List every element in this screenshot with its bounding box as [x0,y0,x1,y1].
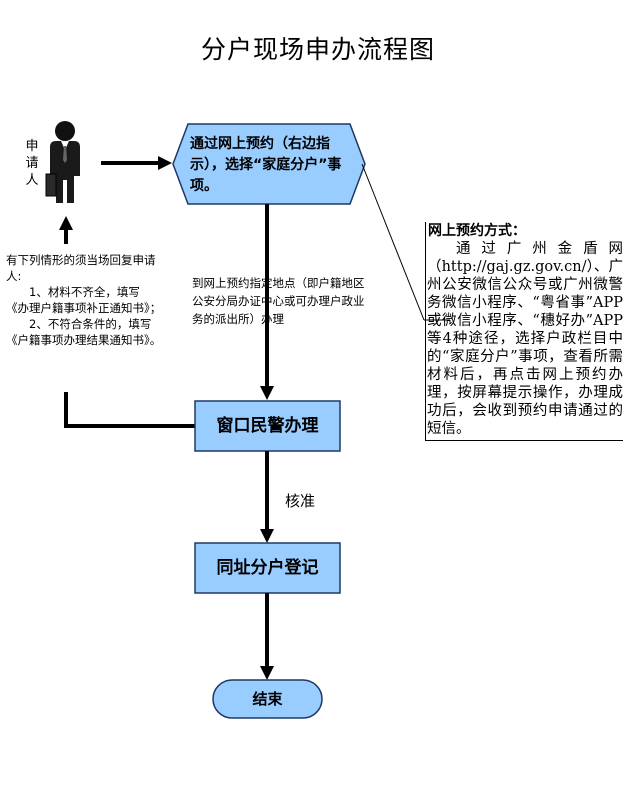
go-to-site-note: 到网上预约指定地点（即户籍地区公安分局办证中心或可办理户政业务的派出所）办理 [192,276,365,326]
return-note: 有下列情形的须当场回复申请人: 1、材料不齐全，填写《办理户籍事项补正通知书》；… [6,252,162,348]
end-node [212,679,323,719]
online-booking-node [172,123,366,205]
booking-methods-note: 网上预约方式： 通过广州金盾网（http://gaj.gz.gov.cn/）、广… [425,222,623,441]
register-node [194,542,341,594]
arrowhead [260,386,274,400]
online-booking-text: 通过网上预约（右边指示），选择“家庭分户”事项。 [190,136,342,194]
callout-line [361,163,425,321]
page-title: 分户现场申办流程图 [200,35,435,64]
return-note-item: 1、材料不齐全，填写《办理户籍事项补正通知书》； [6,285,162,315]
arrowhead [260,529,274,543]
end-label: 结束 [252,690,283,708]
approve-label: 核准 [285,492,316,510]
return-note-intro: 有下列情形的须当场回复申请人: [6,253,156,283]
arrowhead [158,156,172,170]
connector-return-line [64,392,195,428]
booking-methods-title: 网上预约方式： [428,223,526,239]
booking-methods-body: 通过广州金盾网（http://gaj.gz.gov.cn/）、广州公安微信公众号… [427,241,623,437]
applicant-label: 申请人 [25,139,39,188]
window-police-label: 窗口民警办理 [216,416,319,436]
return-note-item: 2、不符合条件的，填写《户籍事项办理结果通知书》。 [6,317,162,347]
person-icon [45,121,80,203]
register-label: 同址分户登记 [216,558,319,578]
arrowhead [260,666,274,680]
arrowhead [59,216,73,230]
